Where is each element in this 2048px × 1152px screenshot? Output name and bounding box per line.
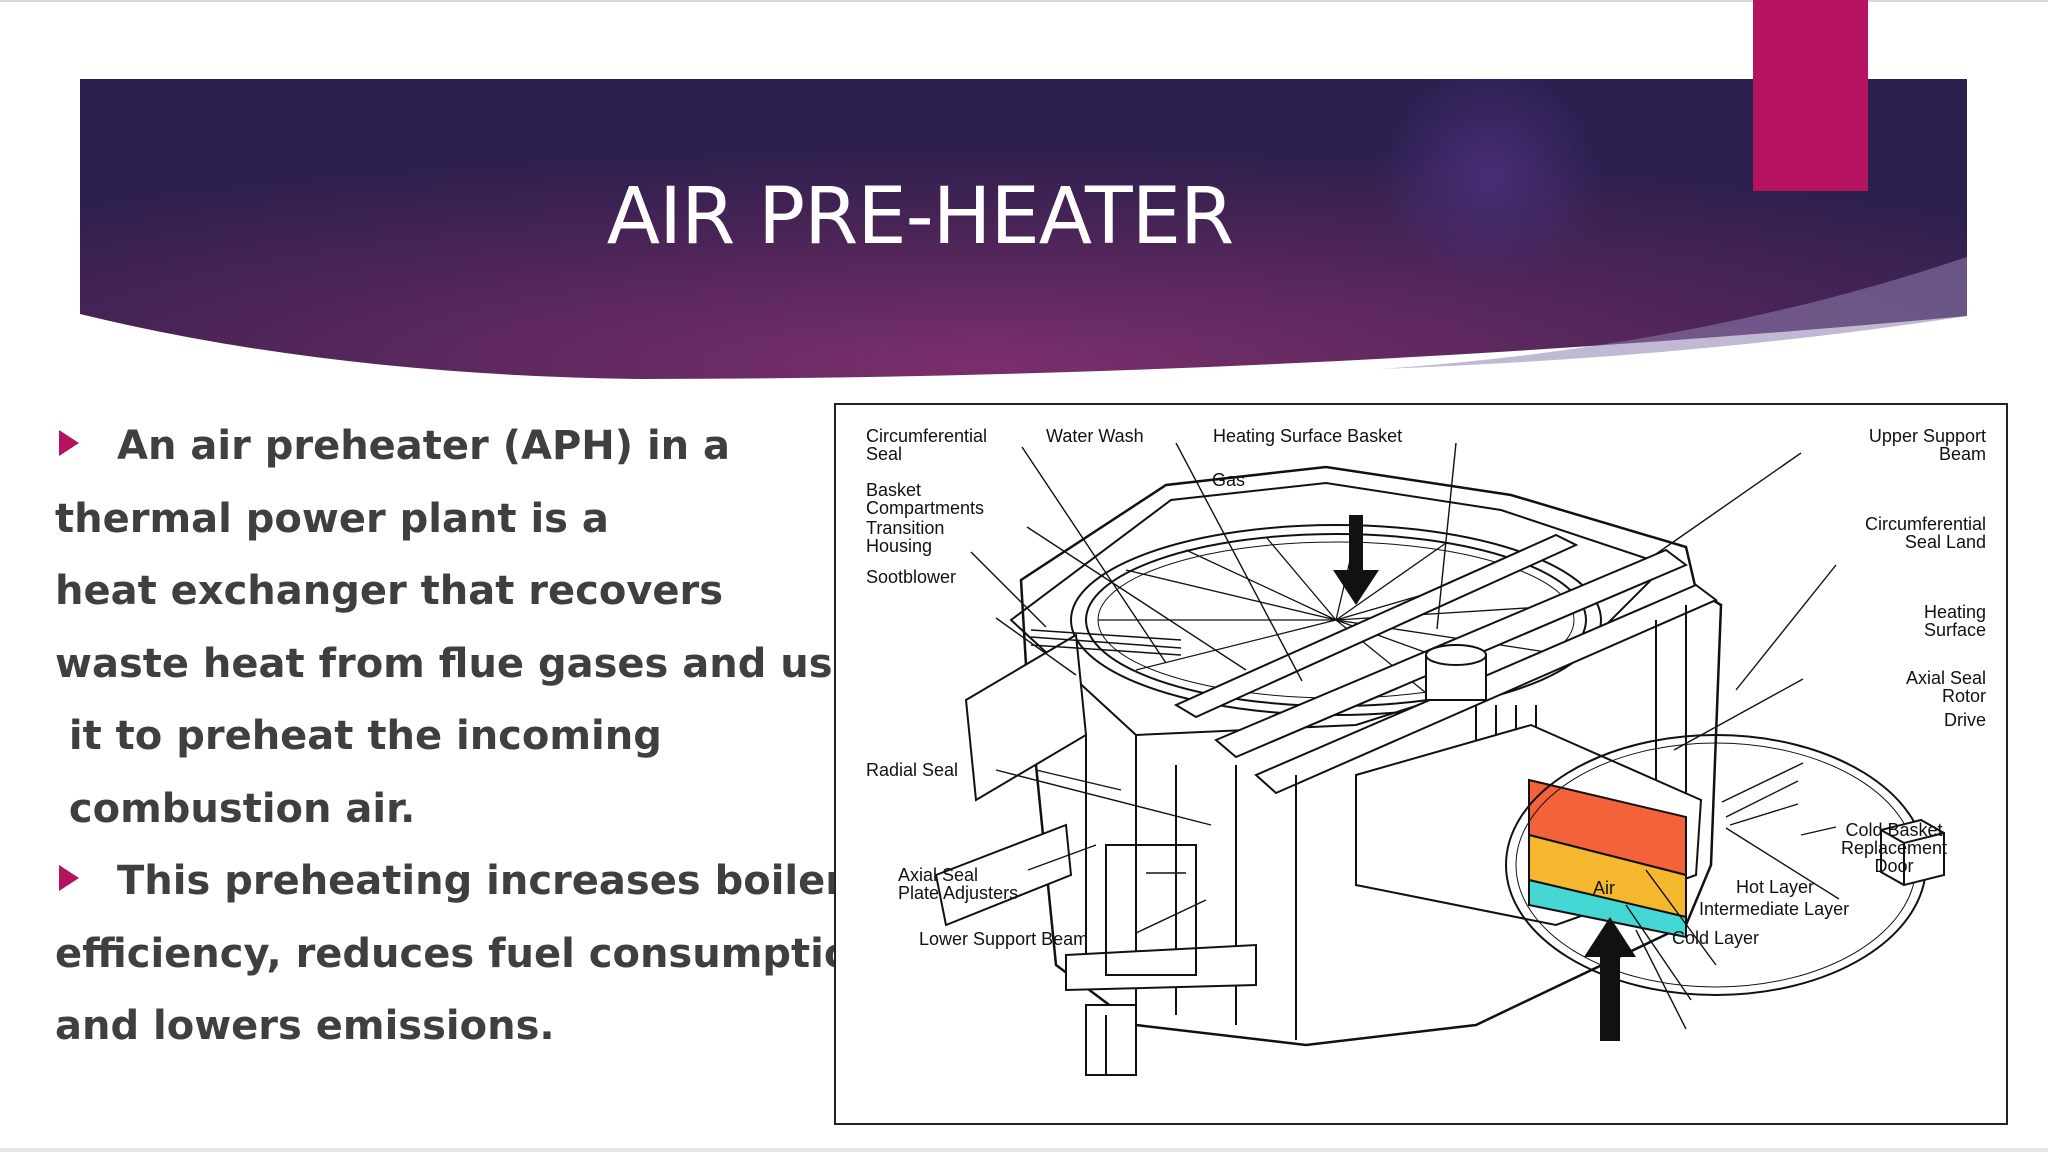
bullet-arrow-icon <box>59 430 79 456</box>
bullet-line: it to preheat the incoming <box>55 713 662 759</box>
label-axial-seal-plate-adjusters: Axial Seal Plate Adjusters <box>898 865 1019 903</box>
bullet-line: combustion air. <box>55 785 416 832</box>
label-circumferential-seal-land: Circumferential Seal Land <box>1864 514 1986 552</box>
label-lower-support-beam: Lower Support Beam <box>919 929 1089 949</box>
slide-title: AIR PRE-HEATER <box>606 172 1234 262</box>
label-cold-basket-replacement-door: Cold Basket Replacement Door <box>1841 820 1948 876</box>
bullet-arrow-icon <box>59 865 79 891</box>
bullet-item: This preheating increases boiler efficie… <box>55 845 895 1063</box>
air-preheater-diagram: Circumferential Seal Water Wash Heating … <box>834 403 2008 1125</box>
accent-tab <box>1753 0 1868 191</box>
bullet-line: thermal power plant is a <box>55 495 609 542</box>
label-hot-layer: Hot Layer <box>1736 877 1815 897</box>
bullet-line: and lowers emissions. <box>55 1003 555 1049</box>
label-heating-surface: Heating Surface <box>1923 602 1986 640</box>
label-axial-seal: Axial Seal <box>1905 668 1986 688</box>
banner-graphic <box>80 79 1967 379</box>
label-radial-seal: Radial Seal <box>866 760 959 780</box>
bottom-border <box>0 1148 2048 1152</box>
preheater-drawing <box>934 442 1945 1076</box>
bullet-item: An air preheater (APH) in a thermal powe… <box>55 410 884 845</box>
label-circumferential-seal: Circumferential Seal <box>866 426 988 464</box>
bullet-line: heat exchanger that recovers <box>55 568 724 614</box>
label-basket-compartments: Basket Compartments <box>866 480 985 518</box>
label-sootblower: Sootblower <box>866 567 957 587</box>
label-transition-housing: Transition Housing <box>866 518 945 556</box>
label-cold-layer: Cold Layer <box>1672 928 1760 948</box>
label-upper-support-beam: Upper Support Beam <box>1868 426 1986 464</box>
bullet-line: This preheating increases boiler <box>55 845 855 918</box>
bullet-line: waste heat from flue gases and uses <box>55 640 884 687</box>
label-intermediate-layer: Intermediate Layer <box>1699 899 1850 919</box>
label-drive: Drive <box>1943 710 1986 730</box>
label-rotor: Rotor <box>1941 686 1986 706</box>
title-banner <box>80 79 1967 379</box>
top-border <box>0 0 2048 2</box>
bullet-line: An air preheater (APH) in a <box>55 410 855 483</box>
label-heating-surface-basket: Heating Surface Basket <box>1213 426 1403 446</box>
label-water-wash: Water Wash <box>1046 426 1144 446</box>
bullet-line: efficiency, reduces fuel consumption, <box>55 930 895 977</box>
label-gas: Gas <box>1212 470 1246 490</box>
bullet-list: An air preheater (APH) in a thermal powe… <box>55 410 895 1063</box>
label-air: Air <box>1593 878 1615 898</box>
